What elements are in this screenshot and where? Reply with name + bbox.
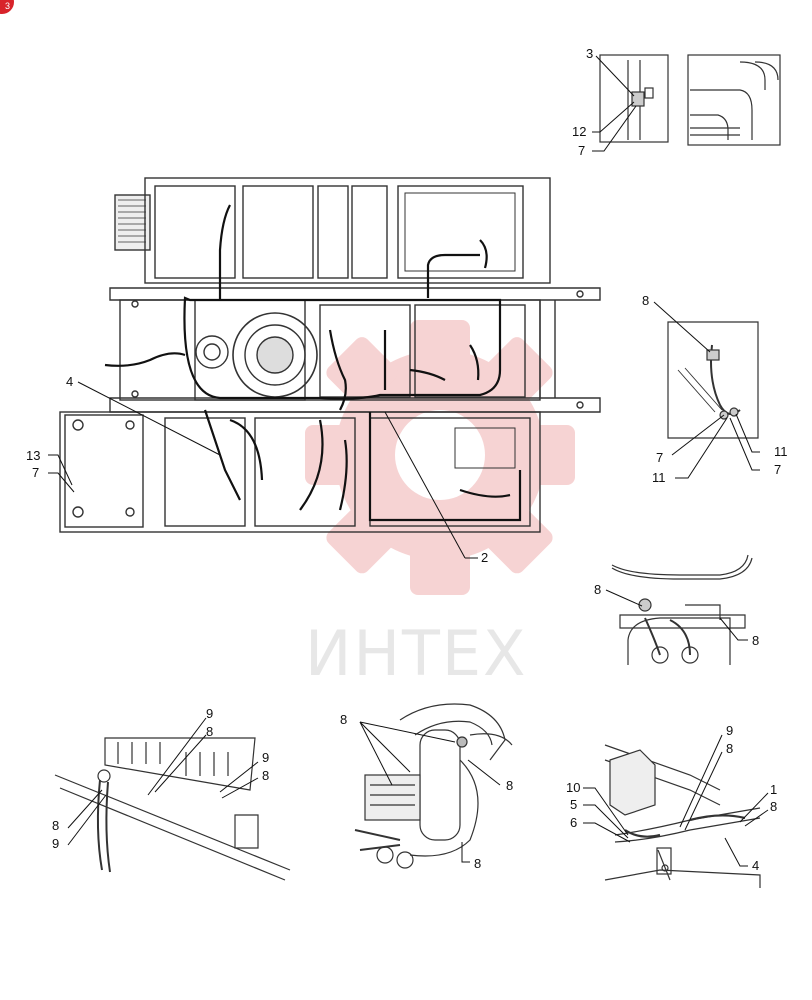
detail-right-1-leaders [653,301,760,479]
callout-item-8-r2b: 8 [752,633,759,648]
callout-item-9-bl1: 9 [206,706,213,721]
callout-item-11-r1a: 11 [652,470,666,485]
callout-item-7-top: 7 [578,143,585,158]
callout-item-11-r1b: 11 [774,444,788,459]
callout-item-4-br: 4 [752,858,759,873]
callout-item-8-bm1: 8 [340,712,347,727]
detail-top-leaders [592,55,637,152]
callout-item-8-bl3: 8 [52,818,59,833]
callout-item-1: 1 [770,782,777,797]
callout-item-9-br: 9 [726,723,733,738]
callout-item-9-bl2: 9 [262,750,269,765]
callout-item-13: 13 [26,448,40,463]
callout-item-7-r1: 7 [656,450,663,465]
detail-bottom-mid-drawing [354,703,513,869]
detail-bottom-mid-leaders [359,721,501,863]
main-chassis-drawing [59,177,601,533]
detail-bottom-right-leaders [583,734,769,867]
callout-item-8-bm3: 8 [474,856,481,871]
callout-harness-4: 4 [66,374,73,389]
detail-bottom-left-leaders [67,717,259,846]
page-badge-number: 3 [4,1,10,11]
detail-right-2-drawing [611,554,753,665]
callout-item-7-r1b: 7 [774,462,781,477]
detail-right-1-drawing [667,321,759,439]
callout-item-5: 5 [570,797,577,812]
callout-item-8-bl2: 8 [262,768,269,783]
callout-item-12: 12 [572,124,586,139]
callout-harness-2: 2 [481,550,488,565]
callout-item-6: 6 [570,815,577,830]
callout-item-8-bl1: 8 [206,724,213,739]
watermark-gear-hole [395,410,485,500]
callout-item-10: 10 [566,780,580,795]
detail-bottom-right-drawing [604,744,761,888]
callout-item-8-br2: 8 [770,799,777,814]
callout-item-8-r2a: 8 [594,582,601,597]
callout-item-8-r1: 8 [642,293,649,308]
callout-item-3: 3 [586,46,593,61]
detail-bottom-left-drawing [54,737,291,881]
callout-item-7-main: 7 [32,465,39,480]
callout-item-9-bl3: 9 [52,836,59,851]
main-leader-lines [48,381,478,559]
callout-item-8-br1: 8 [726,741,733,756]
callout-item-8-bm2: 8 [506,778,513,793]
wiring-harness [104,204,522,522]
watermark-text: ИНТЕХ [305,617,528,690]
detail-top-drawing [599,54,781,146]
detail-right-2-leaders [605,589,748,641]
